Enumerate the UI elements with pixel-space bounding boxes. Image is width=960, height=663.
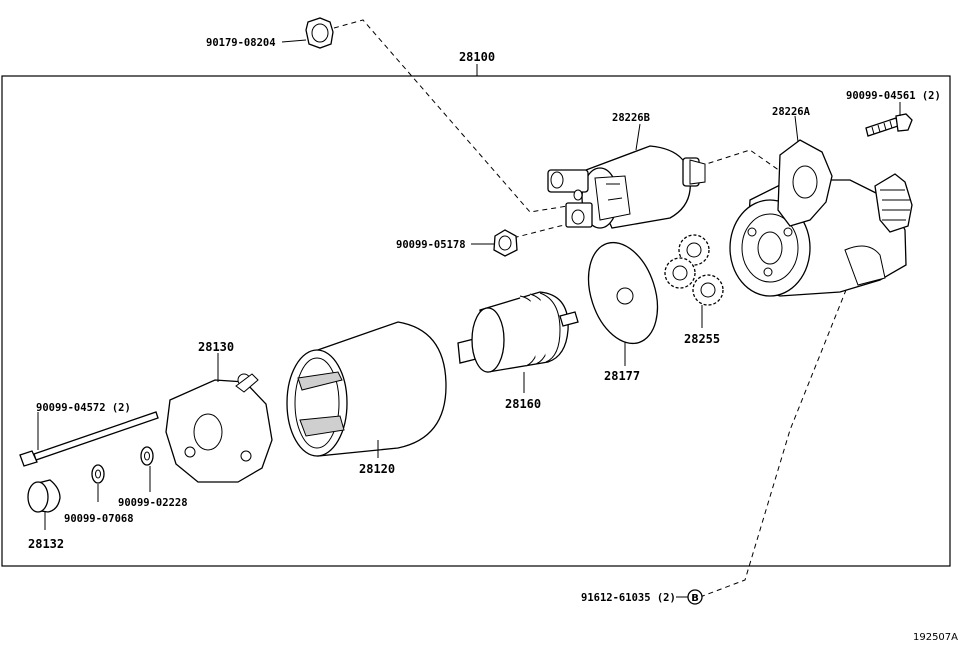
part-solenoid-28226B [547, 145, 706, 229]
part-bolt-90099-04561 [865, 113, 913, 137]
label-28120: 28120 [359, 462, 395, 476]
part-cap-28132 [27, 479, 61, 513]
label-28255: 28255 [684, 332, 720, 346]
label-28226A: 28226A [772, 106, 811, 118]
label-91612-61035: 91612-61035 (2) [581, 592, 676, 604]
assembly-frame [1, 75, 951, 567]
label-90099-04561: 90099-04561 (2) [846, 90, 941, 102]
assembly-label: 28100 [459, 50, 495, 64]
label-28177: 28177 [604, 369, 640, 383]
dash-line-solenoid-to-frame [699, 149, 791, 179]
part-gears-28255 [664, 234, 724, 306]
part-yoke-28120 [286, 321, 447, 457]
callout-b-label: B [691, 593, 699, 604]
part-plate-28177 [587, 241, 659, 345]
part-washer-90099-07068 [91, 464, 105, 484]
label-28130: 28130 [198, 340, 234, 354]
part-end-frame-28130 [165, 373, 273, 483]
part-washer-90099-02228 [140, 446, 154, 466]
part-housing-28226A [729, 139, 913, 297]
part-bolt-90099-04572 [19, 411, 159, 467]
part-armature-28160 [457, 291, 579, 373]
label-28132: 28132 [28, 537, 64, 551]
label-90099-04572: 90099-04572 (2) [36, 402, 131, 414]
label-28160: 28160 [505, 397, 541, 411]
dash-line-bolt-b [699, 274, 853, 598]
callout-b-circle [687, 589, 703, 605]
part-bushing-90099-05178 [493, 229, 518, 257]
label-90099-02228: 90099-02228 [118, 497, 188, 509]
dash-line-nut-to-solenoid [333, 19, 581, 213]
label-90099-07068: 90099-07068 [64, 513, 134, 525]
label-90099-05178: 90099-05178 [396, 239, 466, 251]
diagram-reference-number: 192507A [913, 632, 958, 643]
part-nut-90179-08204 [305, 17, 334, 49]
label-28226B: 28226B [612, 112, 650, 124]
label-90179-08204: 90179-08204 [206, 37, 276, 49]
